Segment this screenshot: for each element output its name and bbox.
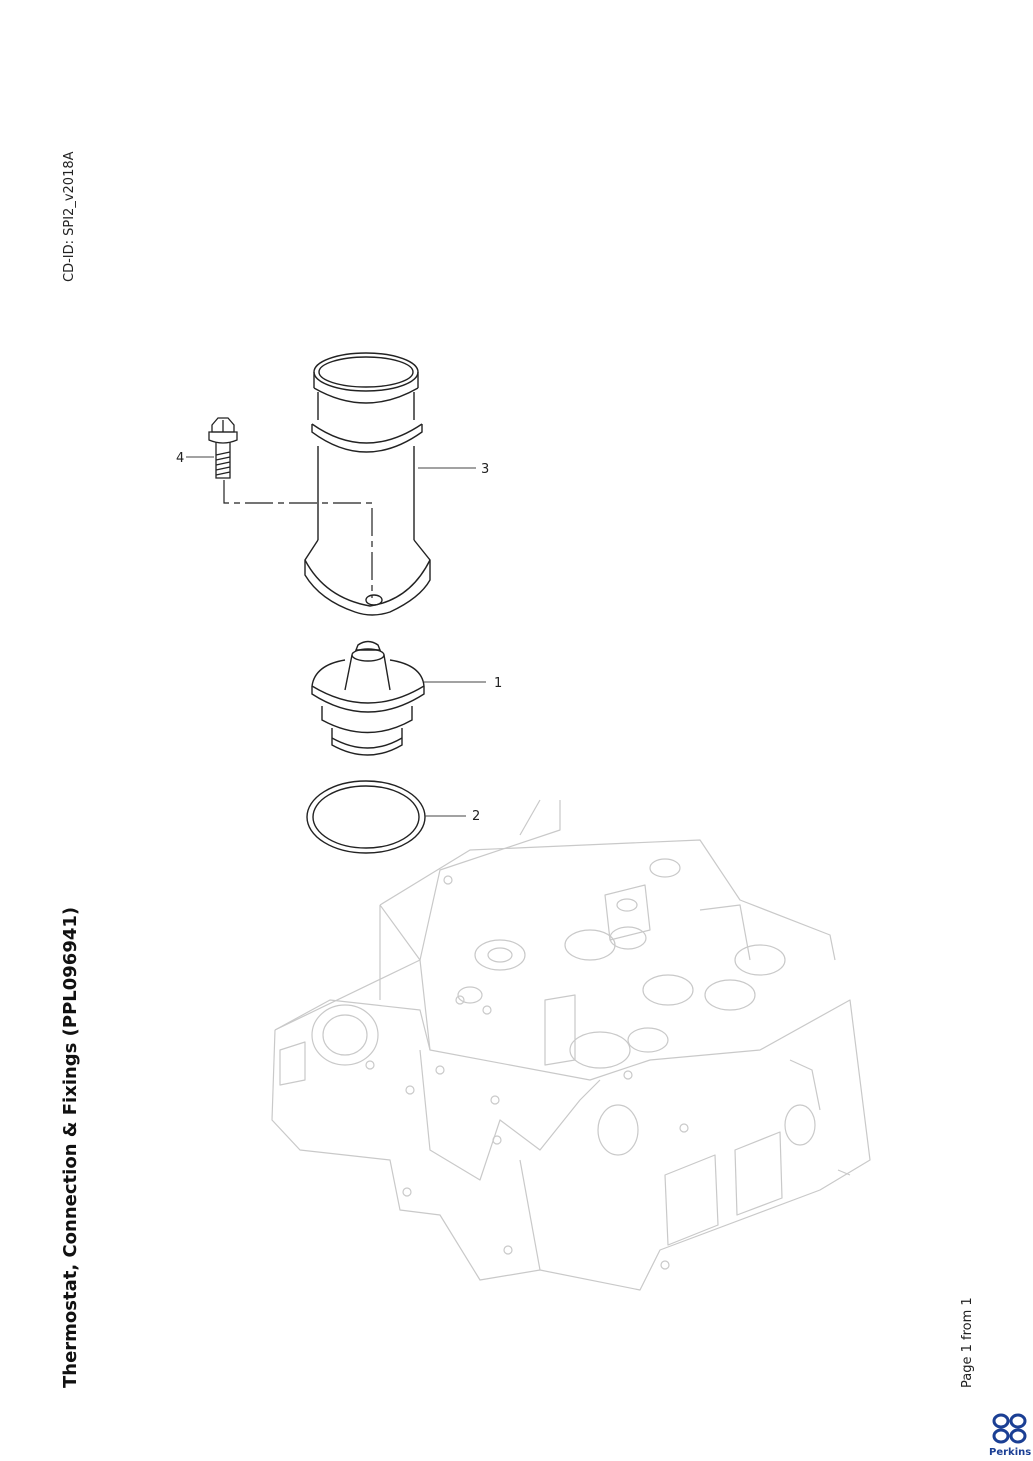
cylinder-head-drawing [271, 799, 871, 1291]
connection-pipe-part [304, 352, 431, 616]
callout-4: 4 [176, 451, 184, 466]
callout-1: 1 [494, 676, 502, 691]
callout-2: 2 [472, 809, 480, 824]
brand-name: Perkins [989, 1447, 1032, 1458]
flange-bolt-part [208, 417, 238, 479]
leader-lines [186, 456, 486, 817]
o-ring-part [306, 780, 426, 854]
perkins-logo-icon [992, 1413, 1027, 1444]
thermostat-part [311, 640, 425, 756]
assembly-line-bolt [223, 480, 373, 598]
callout-3: 3 [481, 462, 489, 477]
